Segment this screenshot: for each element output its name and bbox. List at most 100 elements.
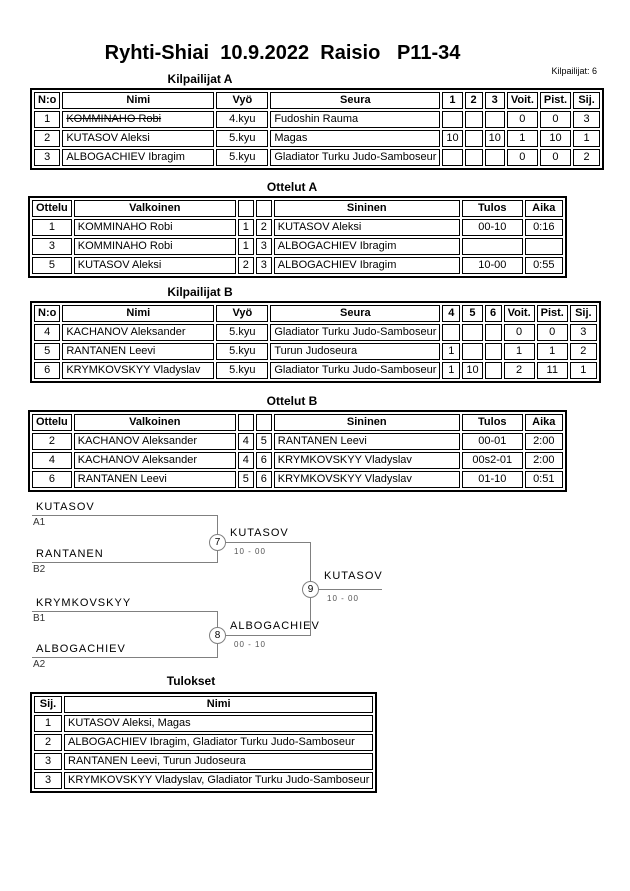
competitor-club: Gladiator Turku Judo-Samboseur bbox=[270, 324, 441, 341]
final-score: 10 - 00 bbox=[327, 594, 359, 603]
match-number: 6 bbox=[32, 471, 72, 488]
match-result: 00-01 bbox=[461, 433, 523, 450]
results-header-row: Sij. Nimi bbox=[34, 696, 374, 713]
col-number: N:o bbox=[34, 92, 61, 109]
result-row: 2 ALBOGACHIEV Ibragim, Gladiator Turku J… bbox=[34, 734, 374, 751]
score-cell bbox=[484, 362, 502, 379]
pool-b-row: 4 KACHANOV Aleksander 5.kyu Gladiator Tu… bbox=[34, 324, 597, 341]
col-blue-no bbox=[255, 414, 272, 431]
wins-cell: 0 bbox=[506, 111, 538, 128]
matches-a-table: Ottelu Valkoinen Sininen Tulos Aika 1 KO… bbox=[28, 196, 567, 278]
score-cell bbox=[464, 149, 483, 166]
col-points: Pist. bbox=[539, 92, 572, 109]
col-r1: 1 bbox=[442, 92, 463, 109]
blue-name: ALBOGACHIEV Ibragim bbox=[273, 257, 460, 274]
competitor-name: KUTASOV Aleksi bbox=[62, 130, 215, 147]
competitor-club: Gladiator Turku Judo-Samboseur bbox=[270, 362, 441, 379]
competitors-count: Kilpailijat: 6 bbox=[551, 66, 597, 76]
match-time: 2:00 bbox=[524, 433, 563, 450]
white-number: 4 bbox=[237, 452, 254, 469]
result-row: 1 KUTASOV Aleksi, Magas bbox=[34, 715, 374, 732]
semifinal-score: 10 - 00 bbox=[234, 547, 266, 556]
points-cell: 11 bbox=[536, 362, 568, 379]
points-cell: 1 bbox=[536, 343, 568, 360]
col-number: N:o bbox=[34, 305, 61, 322]
white-number: 1 bbox=[237, 219, 254, 236]
competitor-belt: 5.kyu bbox=[216, 149, 269, 166]
pool-b-title: Kilpailijat B bbox=[167, 285, 233, 299]
result-name: ALBOGACHIEV Ibragim, Gladiator Turku Jud… bbox=[64, 734, 374, 751]
competitor-number: 1 bbox=[34, 111, 61, 128]
col-wins: Voit. bbox=[506, 92, 538, 109]
pool-a-header-row: N:o Nimi Vyö Seura 1 2 3 Voit. Pist. Sij… bbox=[34, 92, 601, 109]
competitor-belt: 5.kyu bbox=[216, 362, 269, 379]
col-blue-no bbox=[255, 200, 272, 217]
white-name: KUTASOV Aleksi bbox=[73, 257, 236, 274]
blue-number: 2 bbox=[255, 219, 272, 236]
competitor-club: Turun Judoseura bbox=[270, 343, 441, 360]
score-cell bbox=[442, 111, 463, 128]
bracket-line bbox=[32, 657, 218, 658]
match-time: 0:16 bbox=[524, 219, 563, 236]
score-cell: 1 bbox=[442, 362, 461, 379]
page-title: Ryhti-Shiai 10.9.2022 Raisio P11-34 bbox=[104, 42, 461, 64]
col-name: Nimi bbox=[62, 305, 215, 322]
bracket-seed: B1 bbox=[33, 613, 46, 624]
wins-cell: 0 bbox=[506, 149, 538, 166]
match-row: 6 RANTANEN Leevi 5 6 KRYMKOVSKYY Vladysl… bbox=[32, 471, 563, 488]
competitor-name: ALBOGACHIEV Ibragim bbox=[62, 149, 215, 166]
white-number: 5 bbox=[237, 471, 254, 488]
competitor-name: KOMMINAHO Robi bbox=[62, 111, 215, 128]
place-cell: 2 bbox=[569, 343, 597, 360]
match-number: 3 bbox=[32, 238, 72, 255]
col-wins: Voit. bbox=[503, 305, 535, 322]
white-name: KOMMINAHO Robi bbox=[73, 238, 236, 255]
col-match: Ottelu bbox=[32, 414, 72, 431]
competitor-belt: 5.kyu bbox=[216, 130, 269, 147]
result-place: 1 bbox=[34, 715, 62, 732]
col-time: Aika bbox=[524, 200, 563, 217]
blue-name: KRYMKOVSKYY Vladyslav bbox=[273, 471, 460, 488]
final-winner: KUTASOV bbox=[324, 570, 383, 582]
wins-cell: 0 bbox=[503, 324, 535, 341]
col-club: Seura bbox=[270, 92, 441, 109]
competitor-belt: 4.kyu bbox=[216, 111, 269, 128]
competitor-number: 4 bbox=[34, 324, 61, 341]
bracket-final-line bbox=[310, 589, 382, 590]
col-name: Nimi bbox=[62, 92, 215, 109]
col-result: Tulos bbox=[461, 414, 523, 431]
col-r3: 3 bbox=[484, 92, 505, 109]
matches-b-title: Ottelut B bbox=[266, 394, 318, 408]
blue-number: 5 bbox=[255, 433, 272, 450]
pool-b-table: N:o Nimi Vyö Seura 4 5 6 Voit. Pist. Sij… bbox=[30, 301, 601, 383]
score-cell bbox=[484, 324, 502, 341]
points-cell: 0 bbox=[539, 111, 572, 128]
score-cell bbox=[484, 111, 505, 128]
white-number: 1 bbox=[237, 238, 254, 255]
pool-a-row: 1 KOMMINAHO Robi 4.kyu Fudoshin Rauma 0 … bbox=[34, 111, 601, 128]
white-number: 4 bbox=[237, 433, 254, 450]
competitor-club: Gladiator Turku Judo-Samboseur bbox=[270, 149, 441, 166]
blue-number: 3 bbox=[255, 238, 272, 255]
match-row: 1 KOMMINAHO Robi 1 2 KUTASOV Aleksi 00-1… bbox=[32, 219, 563, 236]
blue-name: ALBOGACHIEV Ibragim bbox=[273, 238, 460, 255]
blue-number: 3 bbox=[255, 257, 272, 274]
match-result: 01-10 bbox=[461, 471, 523, 488]
competitor-name: KACHANOV Aleksander bbox=[62, 324, 215, 341]
col-belt: Vyö bbox=[216, 92, 269, 109]
match-time: 2:00 bbox=[524, 452, 563, 469]
score-cell: 10 bbox=[442, 130, 463, 147]
white-name: KACHANOV Aleksander bbox=[73, 433, 236, 450]
semifinal-score: 00 - 10 bbox=[234, 640, 266, 649]
white-name: KACHANOV Aleksander bbox=[73, 452, 236, 469]
competitor-name: RANTANEN Leevi bbox=[62, 343, 215, 360]
pool-a-row: 2 KUTASOV Aleksi 5.kyu Magas 10 10 1 10 … bbox=[34, 130, 601, 147]
blue-name: RANTANEN Leevi bbox=[273, 433, 460, 450]
col-points: Pist. bbox=[536, 305, 568, 322]
match-result: 10-00 bbox=[461, 257, 523, 274]
white-name: KOMMINAHO Robi bbox=[73, 219, 236, 236]
match-number-circle: 7 bbox=[209, 534, 226, 551]
semifinal-winner: ALBOGACHIEV bbox=[230, 620, 320, 632]
bracket-line bbox=[32, 611, 218, 612]
match-row: 2 KACHANOV Aleksander 4 5 RANTANEN Leevi… bbox=[32, 433, 563, 450]
